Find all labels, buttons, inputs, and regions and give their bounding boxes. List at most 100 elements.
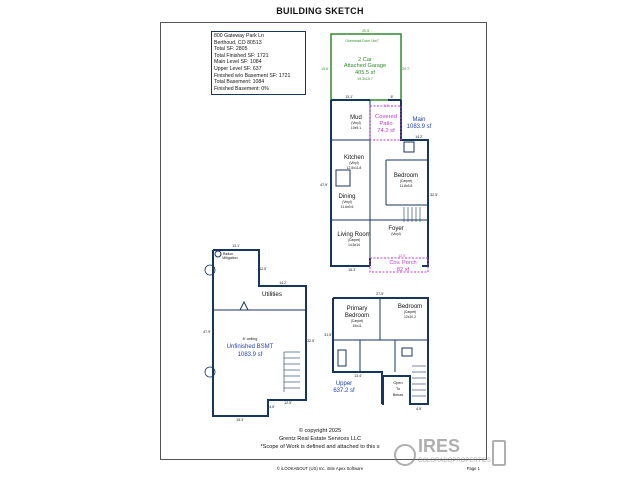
room-mud-dims: 10x9.1 — [351, 126, 361, 130]
porch-area: 82 sf — [397, 267, 410, 273]
basement-area: 1083.9 sf — [238, 352, 263, 358]
room-mud: Mud — [350, 115, 362, 121]
ires-watermark: IRES — [418, 436, 461, 456]
room-kitchen-dims: 12.5x11.8 — [347, 166, 362, 170]
garage-door-label: Overhead Door 16x7 — [345, 39, 378, 43]
room-upper-bedroom: Bedroom — [398, 304, 422, 310]
main-dim-w2: 6' — [391, 95, 394, 99]
info-line: Main Level SF: 1084 — [214, 59, 262, 66]
room-kitchen-sub: (Vinyl) — [349, 161, 359, 165]
upper-level-area: 637.2 sf — [333, 388, 355, 394]
property-info-box: 800 Gateway Park Ln Berthoud, CO 80513 T… — [211, 31, 306, 95]
porch-name: Cov. Porch — [389, 260, 416, 266]
room-bedroom-dims: 11.8x9.8 — [400, 184, 413, 188]
room-primary-sub: (Carpet) — [351, 319, 363, 323]
main-dim-bottom: 15.3' — [348, 268, 356, 272]
address-line-2: Berthoud, CO 80513 — [214, 39, 262, 46]
software-credit: © iLOOKABOUT (US) Inc. iSite Apex Softwa… — [276, 466, 364, 471]
basement-top-dim: 13.1' — [232, 244, 240, 248]
open-to-below-2: To — [396, 387, 400, 391]
garage-name-1: 2 Car — [358, 57, 372, 63]
info-line: Total Finished SF: 1721 — [214, 52, 269, 59]
room-foyer-sub: (Vinyl) — [391, 232, 401, 236]
upper-level-walls — [332, 297, 429, 405]
basement-step-dim: 14.2' — [279, 281, 287, 285]
main-level-area: 1083.9 sf — [407, 124, 432, 130]
basement-bottom-dim: 15.3' — [236, 418, 244, 422]
sketch-frame — [160, 22, 487, 460]
ires-logo-icon — [394, 444, 416, 466]
room-living-dims: 14.5x14 — [348, 243, 360, 247]
basement-name: Unfinished BSMT — [227, 344, 274, 350]
page-number: Page 1 — [466, 466, 480, 471]
garage-left-dim: 19.6' — [321, 67, 329, 71]
covered-porch-outline — [369, 257, 429, 273]
basement-bottom-dim-2: 12.5' — [284, 401, 292, 405]
covered-patio-outline — [369, 105, 402, 141]
basement-left-dim: 47.9' — [203, 330, 211, 334]
room-bedroom: Bedroom — [394, 173, 418, 179]
patio-name-1: Covered — [375, 114, 397, 120]
open-to-below-3: Below — [393, 393, 404, 397]
room-kitchen: Kitchen — [344, 155, 364, 161]
room-living: Living Room — [337, 232, 370, 238]
room-dining-dims: 11.6x9.6 — [341, 205, 354, 209]
garage-top-dim: 20.5' — [362, 29, 370, 33]
upper-bottom-dim-2: 4.5' — [416, 407, 422, 411]
main-dim-right: 32.5' — [430, 193, 438, 197]
basement-right-dim: 32.5' — [307, 339, 315, 343]
room-mud-sub: (Vinyl) — [351, 121, 361, 125]
garage-dims: 19.3x19.7 — [357, 77, 373, 81]
basement-walls — [212, 249, 307, 417]
room-bedroom-sub: (Carpet) — [400, 179, 412, 183]
room-primary-dims: 15x11 — [353, 324, 362, 328]
basement-stairs — [283, 351, 300, 392]
utilities-label: Utilities — [262, 291, 282, 298]
address-line-1: 800 Gateway Park Ln — [214, 33, 264, 39]
main-level-walls — [330, 99, 429, 267]
open-to-below-1: Open — [393, 381, 402, 385]
main-stairs — [403, 207, 421, 222]
upper-stairs — [412, 365, 426, 397]
room-primary-2: Bedroom — [345, 313, 369, 319]
ceiling-label: 8' ceiling — [243, 337, 258, 341]
room-dining: Dining — [338, 194, 355, 200]
radon-label-1: Radon — [223, 252, 234, 256]
room-dining-sub: (Vinyl) — [342, 200, 352, 204]
page-title: BUILDING SKETCH — [276, 6, 364, 16]
info-line: Upper Level SF: 637 — [214, 65, 262, 72]
company-line: Grentz Real Estate Services LLC — [278, 436, 362, 442]
scope-line: *Scope of Work is defined and attached t… — [260, 444, 380, 450]
room-upper-bedroom-dims: 12x10.2 — [404, 315, 416, 319]
upper-level-name: Upper — [336, 381, 352, 387]
info-line: Finished w/o Basement SF: 1721 — [214, 72, 291, 79]
porch-width-dim: 12.0' — [398, 254, 406, 258]
patio-area: 74.2 sf — [377, 128, 395, 134]
room-primary-1: Primary — [347, 306, 368, 312]
patio-name-2: Patio — [379, 121, 392, 127]
basement-side-dim: 12.5' — [259, 267, 267, 271]
upper-top-dim: 27.5' — [376, 292, 384, 296]
main-dim-step: 14.2' — [415, 135, 423, 139]
main-dim-left: 47.9' — [320, 183, 328, 187]
room-upper-bedroom-sub: (Carpet) — [404, 310, 416, 314]
copyright-line: © copyright 2025 — [298, 428, 342, 434]
info-line: Total Basement: 1084 — [214, 79, 265, 86]
info-line: Total SF: 2805 — [214, 46, 248, 53]
room-living-sub: (Carpet) — [348, 238, 360, 242]
garage-name-2: Attached Garage — [344, 63, 386, 69]
upper-bottom-dim-1: 13.4' — [354, 374, 362, 378]
upper-left-dim: 31.5' — [324, 333, 332, 337]
garage-area: 405.5 sf — [355, 70, 375, 76]
patio-dim: 7.2' — [383, 104, 389, 108]
garage-right-dim: 20.7' — [402, 67, 410, 71]
radon-label-2: Mitigation — [222, 256, 237, 260]
info-line: Finished Basement: 0% — [214, 85, 269, 92]
room-foyer: Foyer — [388, 226, 403, 232]
main-dim-w1: 13.1' — [345, 95, 353, 99]
ires-logo-icon-2 — [492, 440, 506, 466]
ires-watermark-sub: COLORADOPROPERTIES — [418, 458, 491, 464]
main-level-name: Main — [412, 117, 425, 123]
basement-bottom-dim-3: 4.5' — [269, 405, 275, 409]
